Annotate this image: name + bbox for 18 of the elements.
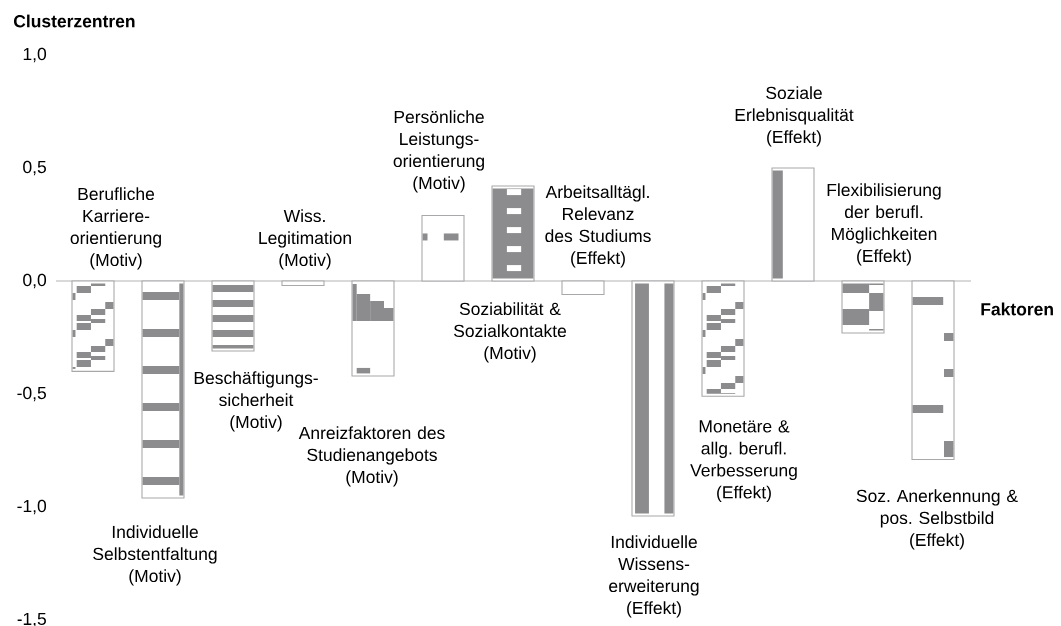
axis-title: Clusterzentren — [14, 14, 135, 28]
bar-label: Persönliche Leistungs- orientierung (Motiv) — [393, 110, 484, 193]
axis-title: Faktoren — [981, 302, 1053, 316]
bar-label: Flexibilisierung der berufl. Möglichkeiten (Effekt) — [827, 183, 941, 266]
bar-label: Individuelle Wissens- erweiterung (Effekt) — [609, 535, 699, 618]
bar-label: Soziale Erlebnisqualität (Effekt) — [735, 86, 854, 147]
tick-label: -1,0 — [17, 499, 47, 515]
bar-label: Soziabilität & Sozialkontakte (Motiv) — [454, 302, 566, 363]
tick-label: 0,0 — [23, 273, 47, 289]
tick-label: -0,5 — [17, 386, 46, 402]
bar-label: Soz. Anerkennung & pos. Selbstbild (Effekt) — [856, 489, 1018, 550]
bar-label: Berufliche Karriere- orientierung (Motiv) — [70, 187, 161, 270]
bar-label: Arbeitsalltägl. Relevanz des Studiums (Effekt) — [545, 185, 651, 268]
tick-label: 0,5 — [23, 160, 46, 176]
bar-label: Wiss. Legitimation (Motiv) — [259, 209, 351, 270]
bar-label: Individuelle Selbstentfaltung (Motiv) — [93, 525, 217, 586]
bar-label: Monetäre & allg. berufl. Verbesserung (Effekt) — [690, 420, 797, 502]
tick-label: 1,0 — [23, 47, 47, 63]
